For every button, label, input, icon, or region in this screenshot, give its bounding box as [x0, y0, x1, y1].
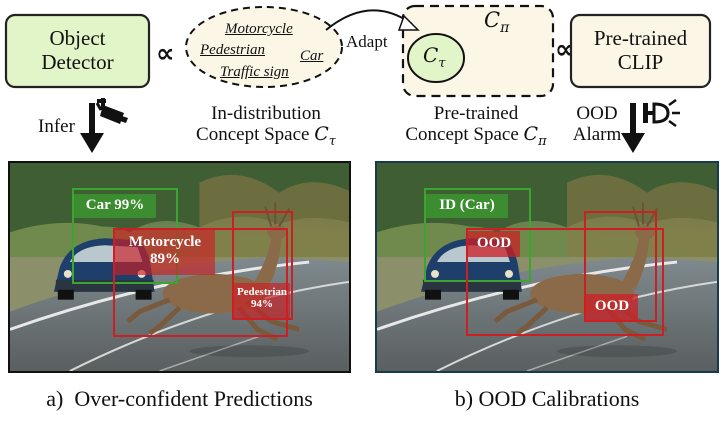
c-tau-ellipse [407, 33, 465, 83]
c-tau-label: Cτ [423, 43, 446, 71]
right-car-label-bg [426, 194, 508, 218]
infer-label: Infer [38, 116, 75, 137]
right-panel-caption: b) OOD Calibrations [454, 386, 640, 411]
concept-car: Car [300, 48, 324, 64]
c-pi-label: Cπ [484, 8, 510, 37]
right-motorcycle-box [466, 228, 664, 336]
right-motorcycle-ood-label: OOD [476, 235, 512, 251]
adapt-arrowhead [397, 14, 420, 31]
left-pedestrian-label-bg [234, 283, 290, 319]
concept-motorcycle: Motorcycle [225, 21, 293, 37]
left-car-detection-label: Car 99% [85, 197, 145, 213]
proportional-symbol-right: ∝ [555, 35, 574, 65]
id-concept-ellipse [185, 6, 343, 88]
concept-pedestrian: Pedestrian [200, 42, 265, 58]
pretrained-clip-box [569, 13, 712, 89]
left-motorcycle-detection-label: Motorcycle 89% [128, 234, 202, 267]
right-pedestrian-ood-label: OOD [594, 298, 630, 314]
proportional-symbol-left: ∝ [156, 39, 175, 69]
ood-alarm-arrow-head [621, 133, 645, 153]
ood-alarm-caption: OOD Alarm [572, 103, 622, 146]
ood-alarm-arrow-shaft [630, 103, 636, 137]
right-car-detection-label: ID (Car) [439, 197, 495, 213]
left-motorcycle-box [113, 228, 288, 337]
left-pedestrian-detection-label: Pedestrian 94% [236, 286, 288, 311]
object-detector-label: Object Detector [41, 26, 114, 74]
infer-arrow-head [80, 133, 104, 153]
right-image-panel [375, 161, 719, 373]
left-panel-caption: a) Over-confident Predictions [46, 386, 313, 411]
left-car-label-bg [74, 194, 156, 218]
concept-traffic-sign: Traffic sign [220, 64, 289, 80]
left-motorcycle-label-bg [115, 230, 215, 275]
object-detector-box [4, 13, 151, 89]
adapt-label: Adapt [346, 32, 388, 51]
id-concept-space-caption: In-distribution Concept Space Cτ [196, 103, 336, 150]
camera-icon [95, 98, 128, 124]
right-pedestrian-box [584, 211, 657, 322]
right-car-box [424, 188, 531, 282]
infer-arrow-shaft [89, 103, 95, 137]
right-motorcycle-label-bg [468, 231, 520, 257]
pretrained-clip-label: Pre-trained CLIP [593, 26, 688, 74]
right-pedestrian-label-bg [586, 294, 638, 320]
pt-concept-space-caption: Pre-trained Concept Space Cπ [405, 103, 547, 150]
adapt-arrow [325, 9, 413, 31]
lightbulb-alarm-icon [643, 98, 680, 128]
